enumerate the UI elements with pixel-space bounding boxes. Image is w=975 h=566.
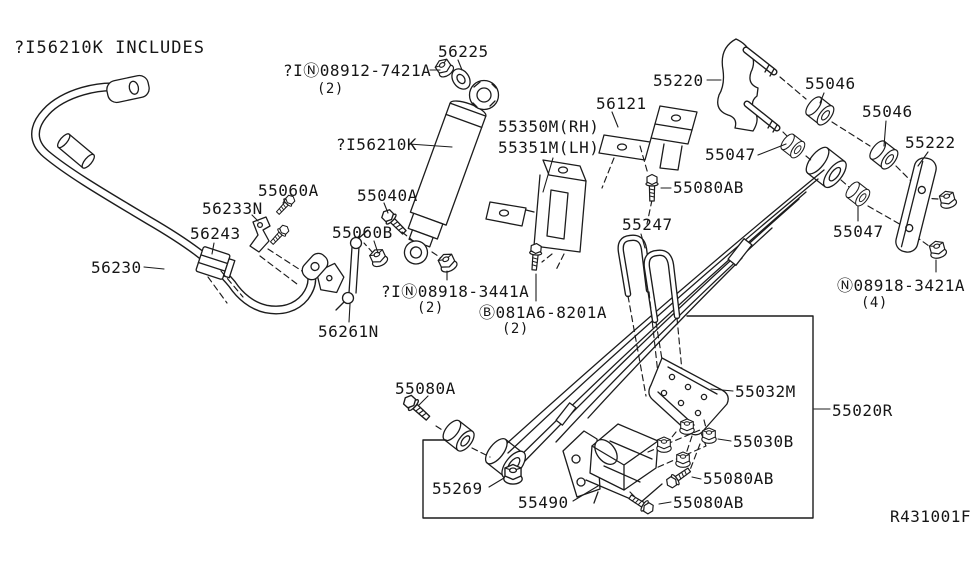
- spring-rear-eye: [805, 146, 847, 189]
- leader-lines: [143, 59, 937, 505]
- label-nut-08918-3421a[interactable]: Ⓝ08918-3421A: [837, 276, 965, 295]
- frame-bracket-55220: [717, 38, 781, 133]
- label-nut-08912-7421a[interactable]: ?IⓃ08912-7421A: [283, 61, 431, 80]
- label-clamp-56233n[interactable]: 56233N: [202, 199, 263, 218]
- drawing-ref-code: R431001F: [890, 507, 971, 526]
- bushing-block-56243: [195, 246, 244, 304]
- spring-clip: [727, 238, 753, 266]
- u-bolts-55247: [617, 234, 688, 425]
- label-nut-55269[interactable]: 55269: [432, 479, 483, 498]
- leaf-spring-assembly: [484, 146, 847, 479]
- label-nut-08918-3441a-qty: (2): [417, 300, 444, 316]
- stabilizer-bar-56230: [31, 74, 345, 315]
- bolt-55060a-icon: [267, 222, 292, 248]
- label-bushing-56243[interactable]: 56243: [190, 224, 241, 243]
- bolt-55080a-icon: [399, 391, 491, 458]
- clamp-56233n: [249, 216, 303, 285]
- label-bushing-55047-2[interactable]: 55047: [833, 222, 884, 241]
- label-bracket-55351m[interactable]: 55351M(LH): [498, 138, 599, 157]
- label-bolt-55080ab-3[interactable]: 55080AB: [673, 493, 744, 512]
- bushing-55046-icon: [802, 93, 838, 129]
- label-bracket-56121[interactable]: 56121: [596, 94, 647, 113]
- label-bushing-55046-2[interactable]: 55046: [862, 102, 913, 121]
- shock-absorber-56210k: [378, 55, 500, 275]
- label-bolt-55080ab-2[interactable]: 55080AB: [703, 469, 774, 488]
- label-ubolt-55247[interactable]: 55247: [622, 215, 673, 234]
- label-bracket-55350m[interactable]: 55350M(RH): [498, 117, 599, 136]
- label-bolt-081a6[interactable]: Ⓑ081A6-8201A: [479, 303, 607, 322]
- label-plate-55032m[interactable]: 55032M: [735, 382, 796, 401]
- label-stabilizer-56230[interactable]: 56230: [91, 258, 142, 277]
- label-nut-08918-3421a-qty: (4): [861, 295, 888, 311]
- nut-small: [675, 451, 691, 468]
- label-bracket-55220[interactable]: 55220: [653, 71, 704, 90]
- label-bushing-55046-1[interactable]: 55046: [805, 74, 856, 93]
- label-bolt-55060a[interactable]: 55060A: [258, 181, 319, 200]
- bolt-55080ab-icon: [645, 173, 659, 202]
- label-spring-55020r[interactable]: 55020R: [832, 401, 893, 420]
- nut-08918-3421a-icon: [927, 238, 949, 261]
- label-nut-55030b[interactable]: 55030B: [733, 432, 794, 451]
- nut-55269: [503, 463, 523, 485]
- label-bushing-55047-1[interactable]: 55047: [705, 145, 756, 164]
- spring-clip: [555, 402, 577, 426]
- washer-56225-icon: [451, 68, 471, 90]
- bracket-56121: [598, 105, 698, 225]
- label-bumper-55490[interactable]: 55490: [518, 493, 569, 512]
- shackle-plate-55222: [895, 157, 937, 253]
- label-nut-08918-3441a[interactable]: ?IⓃ08918-3441A: [381, 282, 529, 301]
- assembly-dashes-shackle: [779, 76, 939, 247]
- bolt-081a6-icon: [527, 242, 544, 272]
- nut-small: [679, 418, 695, 435]
- label-washer-56225[interactable]: 56225: [438, 42, 489, 61]
- nut-55030b: [701, 427, 717, 444]
- label-shock-56210k[interactable]: ?I56210K: [336, 135, 417, 154]
- label-bolt-55040a[interactable]: 55040A: [357, 186, 418, 205]
- label-shackle-55222[interactable]: 55222: [905, 133, 956, 152]
- nut-08918-3421a-icon: [937, 188, 959, 211]
- label-bolt-55080ab-1[interactable]: 55080AB: [673, 178, 744, 197]
- label-includes-note: ?I56210K INCLUDES: [14, 38, 205, 58]
- bolt-55080ab-icon: [663, 464, 694, 491]
- bracket-55350m-55351m: [485, 159, 587, 271]
- spring-pad-55032m: [648, 357, 729, 471]
- label-bolt-081a6-qty: (2): [502, 321, 529, 337]
- bolt-55080ab-icon: [626, 491, 657, 517]
- nut-small: [656, 436, 672, 453]
- group-box-55020r: [422, 315, 814, 519]
- label-bolt-55080a[interactable]: 55080A: [395, 379, 456, 398]
- stabilizer-link-56261n: [335, 229, 374, 311]
- label-link-56261n[interactable]: 56261N: [318, 322, 379, 341]
- label-nut-55060b[interactable]: 55060B: [332, 223, 393, 242]
- label-nut-08912-qty: (2): [317, 81, 344, 97]
- callouts: ?I56210K INCLUDES ?IⓃ08912-7421A (2) 562…: [14, 38, 971, 526]
- bushing-55047-icon: [842, 178, 873, 209]
